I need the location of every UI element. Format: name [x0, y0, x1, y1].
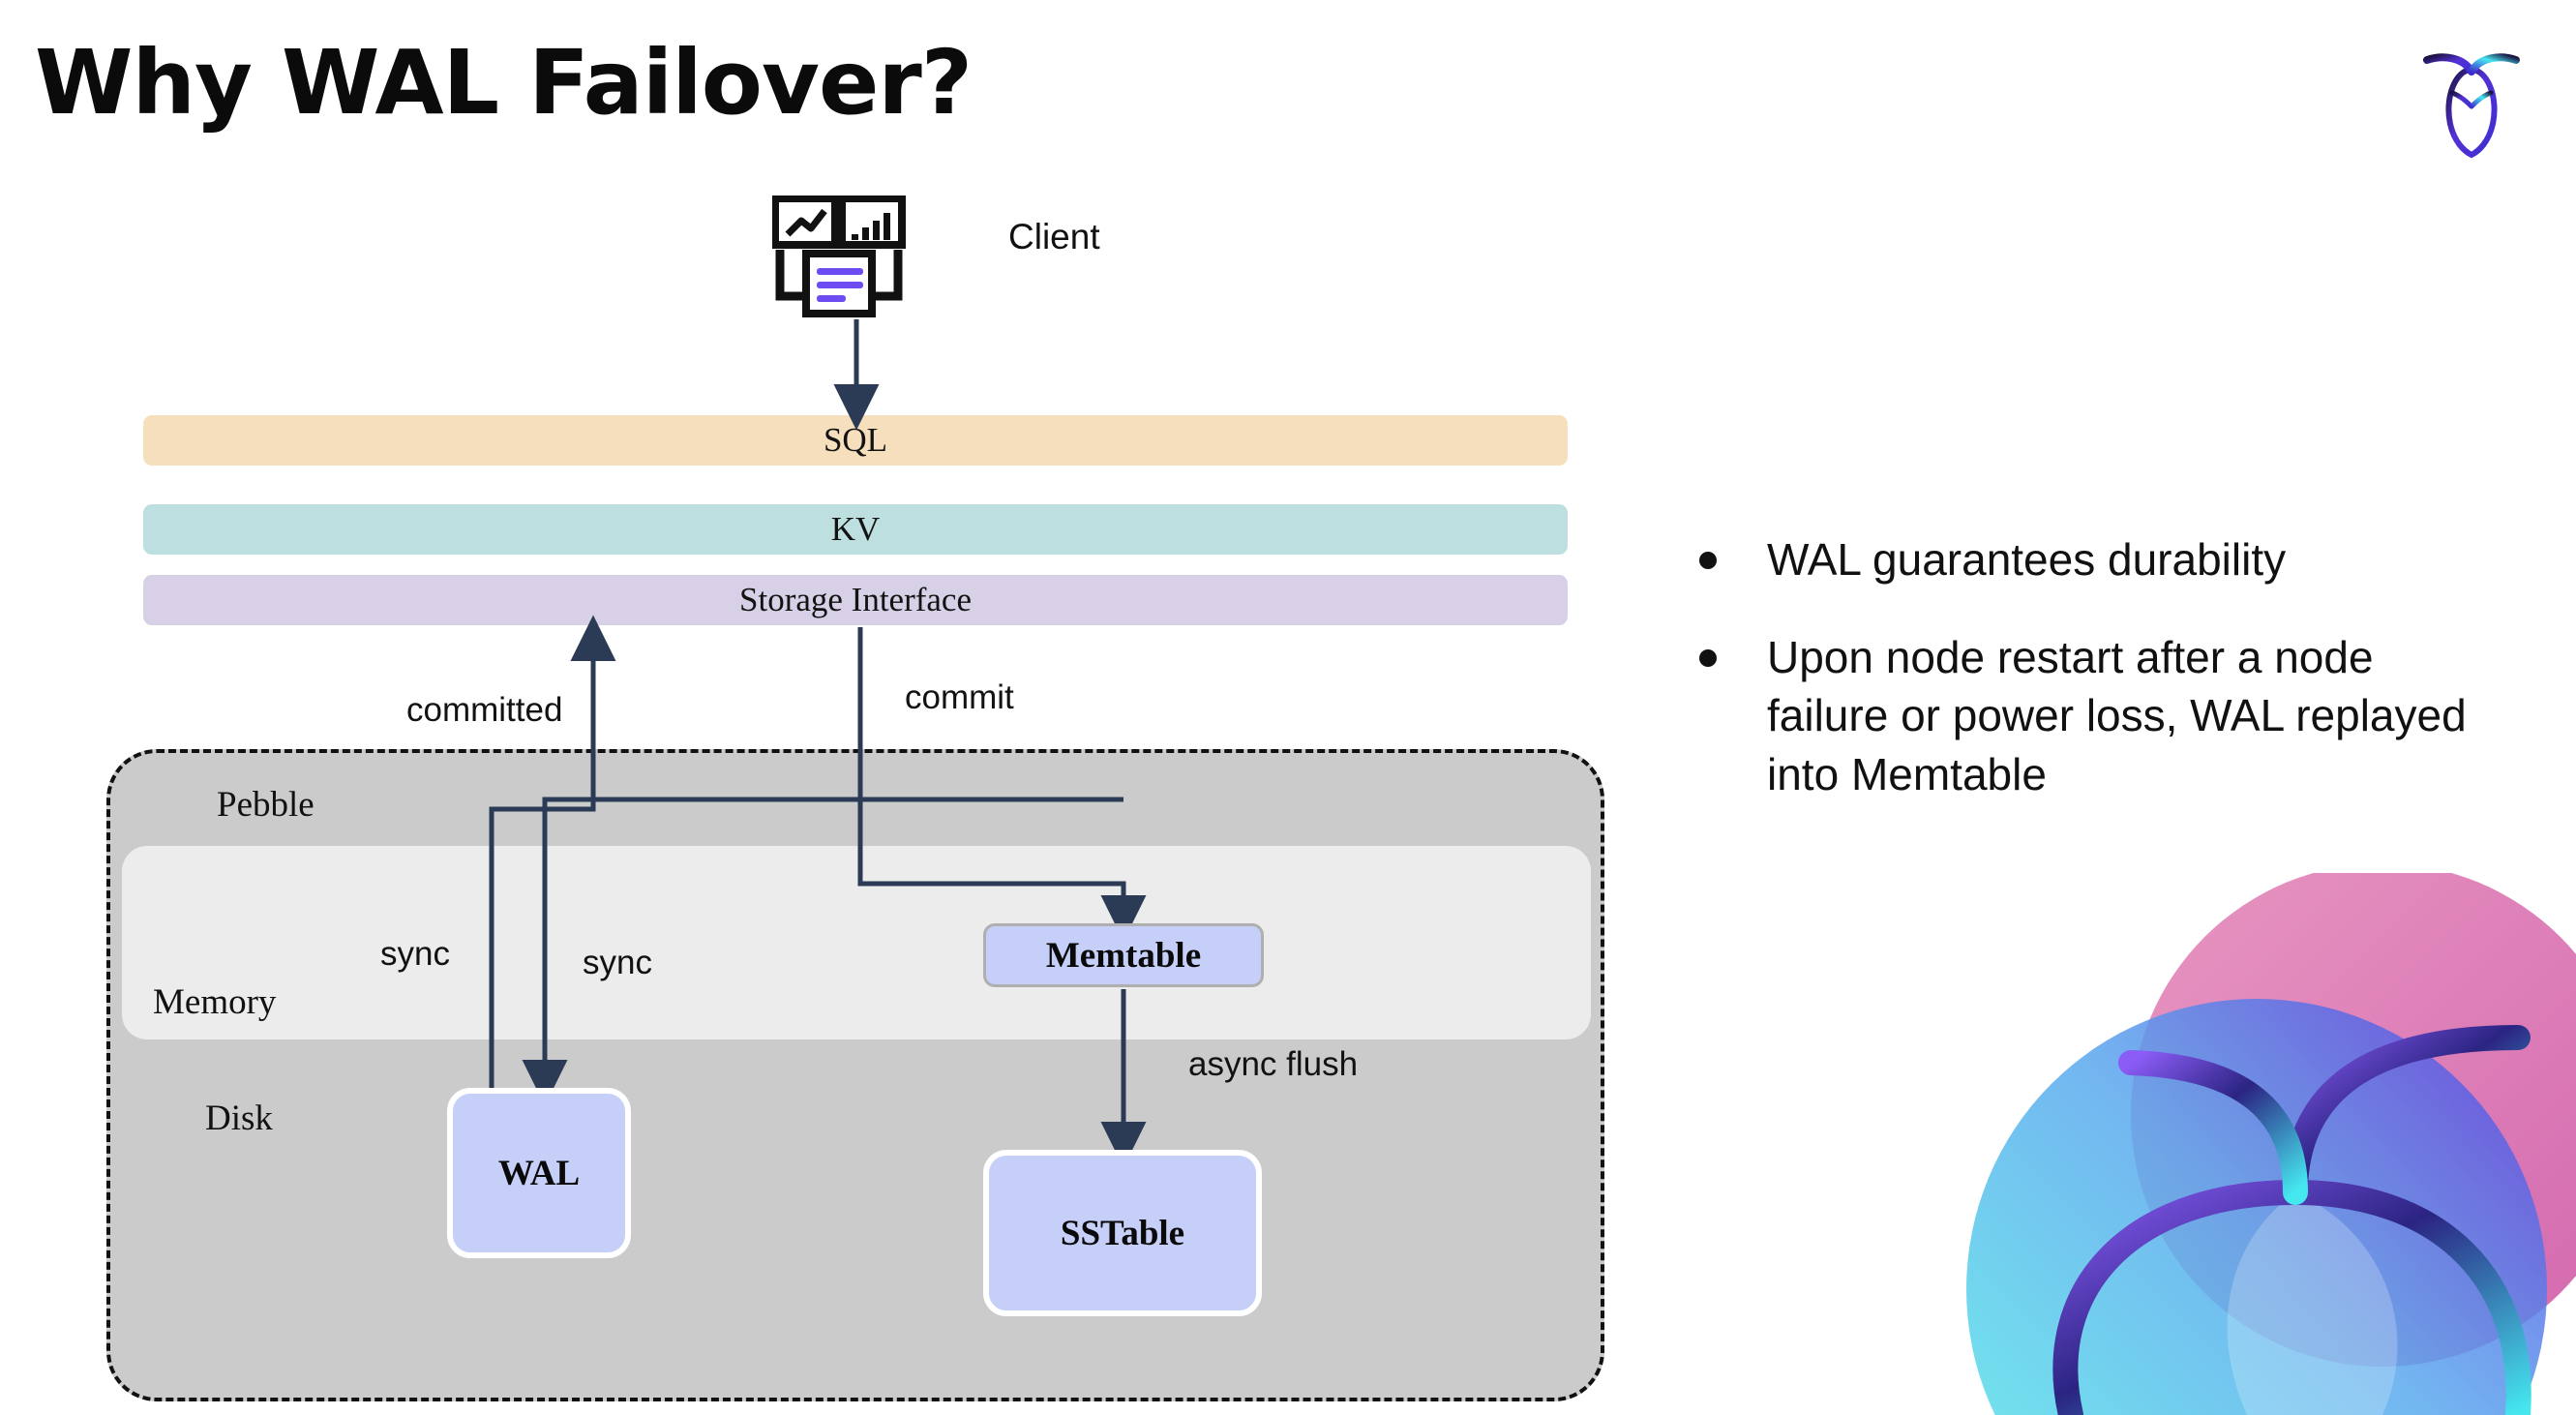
memory-region: [122, 846, 1591, 1039]
layer-bar-storage: Storage Interface: [143, 575, 1568, 625]
layer-bar-sql: SQL: [143, 415, 1568, 466]
bullet-text: Upon node restart after a node failure o…: [1767, 631, 2467, 800]
bullet-text: WAL guarantees durability: [1767, 534, 2287, 585]
bullet-dot-icon: [1699, 648, 1717, 667]
edge-label-committed: committed: [406, 691, 563, 729]
edge-label-commit: commit: [905, 678, 1014, 716]
disk-label: Disk: [205, 1099, 273, 1138]
layer-bar-kv: KV: [143, 504, 1568, 555]
client-label: Client: [1008, 217, 1100, 256]
node-sstable[interactable]: SSTable: [983, 1150, 1262, 1316]
list-item: Upon node restart after a node failure o…: [1699, 628, 2502, 804]
layer-label-sql: SQL: [823, 421, 888, 459]
edge-label-async-flush: async flush: [1188, 1045, 1359, 1083]
cockroachdb-logo-icon: [2408, 35, 2535, 163]
edge-label-sync-left: sync: [380, 935, 450, 973]
notes-bullet-list: WAL guarantees durability Upon node rest…: [1699, 530, 2502, 843]
layer-label-storage: Storage Interface: [739, 581, 972, 618]
node-wal[interactable]: WAL: [447, 1088, 631, 1258]
node-memtable[interactable]: Memtable: [983, 923, 1264, 987]
edge-label-sync-right: sync: [583, 944, 652, 981]
node-wal-label: WAL: [497, 1153, 581, 1193]
node-sstable-label: SSTable: [1060, 1213, 1185, 1253]
pebble-label: Pebble: [217, 785, 315, 825]
page-title: Why WAL Failover?: [35, 31, 973, 135]
layer-label-kv: KV: [830, 510, 881, 548]
node-memtable-label: Memtable: [1045, 935, 1202, 976]
memory-label: Memory: [153, 982, 277, 1022]
pebble-container: [106, 749, 1604, 1401]
decorative-logo-motif: [1841, 863, 2576, 1415]
client-dashboard-icon: [771, 195, 927, 321]
bullet-dot-icon: [1699, 552, 1717, 569]
list-item: WAL guarantees durability: [1699, 530, 2502, 589]
